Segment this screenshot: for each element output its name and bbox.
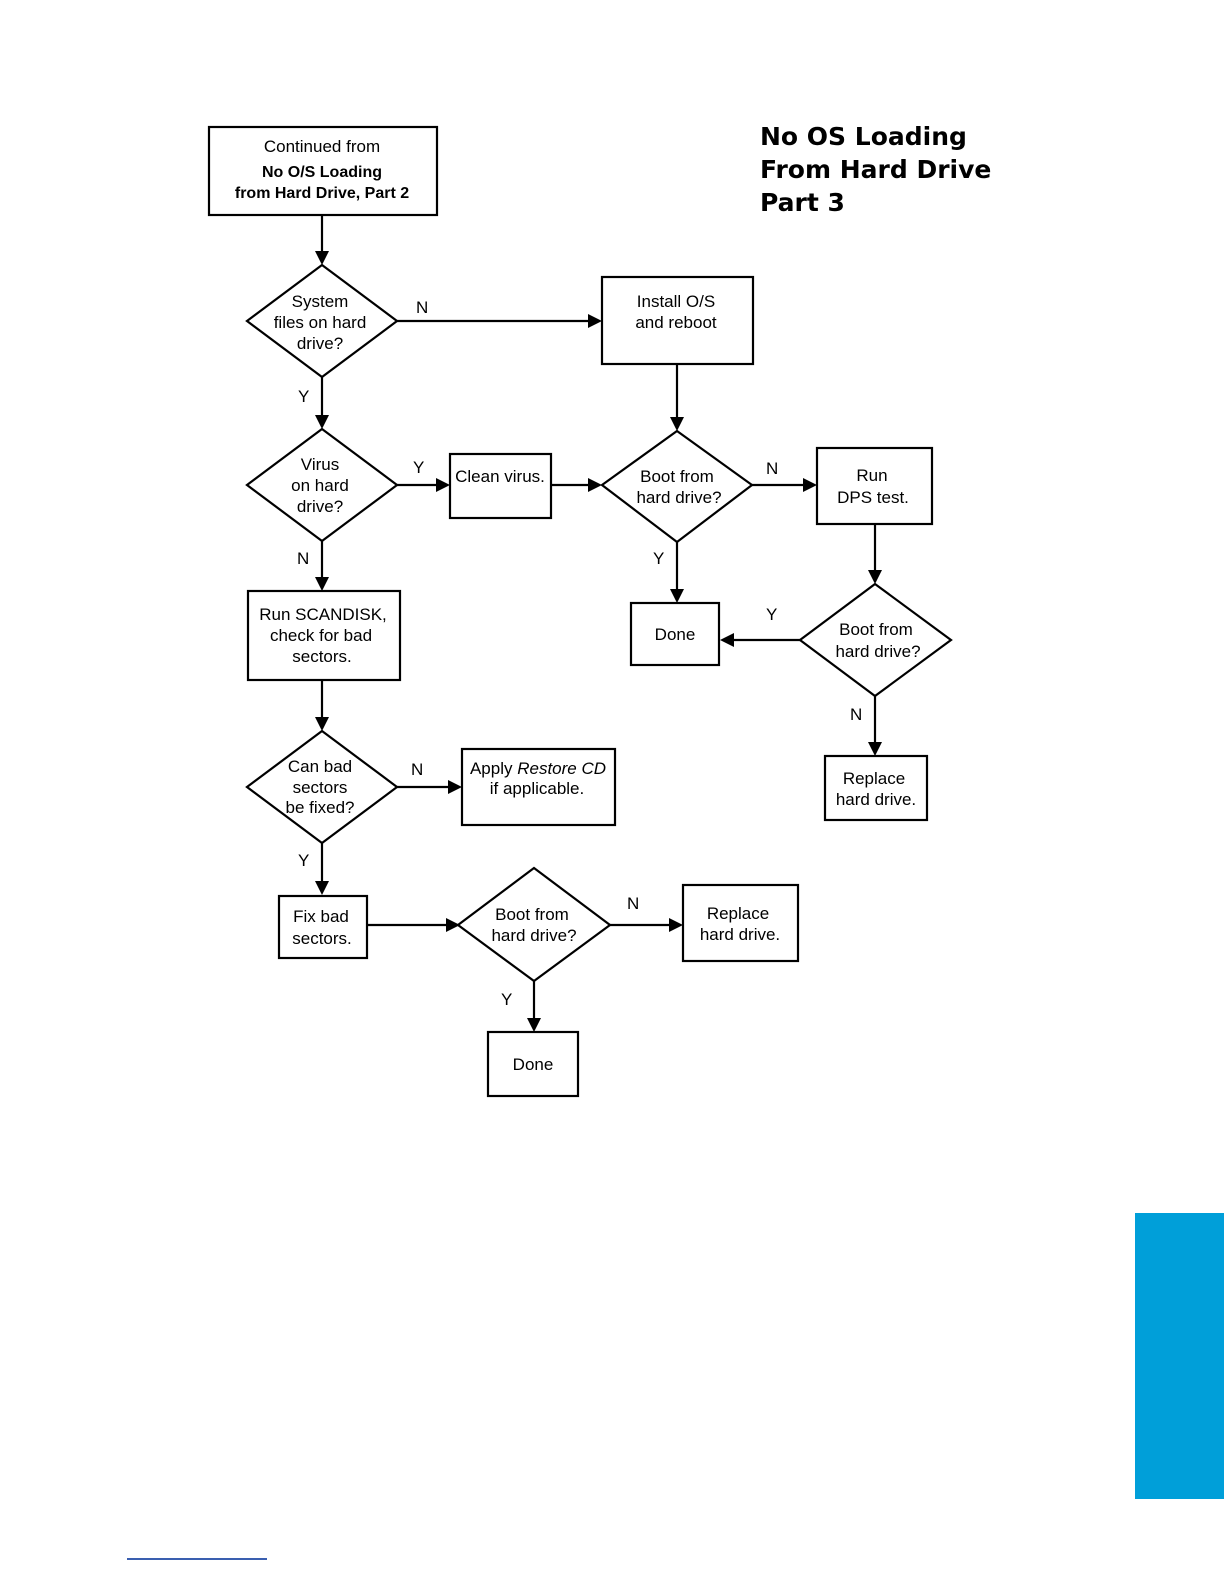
arrowhead	[315, 717, 329, 731]
decision-text: hard drive?	[835, 642, 920, 661]
process-text: Apply Restore CD	[470, 759, 606, 778]
arrowhead	[670, 417, 684, 431]
decision-boot-from-hard-drive-1: Boot from hard drive?	[600, 429, 754, 544]
process-run-dps-test: Run DPS test.	[815, 446, 934, 526]
edge-label: N	[416, 298, 428, 317]
footer-rule	[127, 1558, 267, 1560]
start-box-line: No O/S Loading	[262, 164, 382, 181]
process-text: Replace	[707, 904, 769, 923]
arrowhead	[315, 251, 329, 265]
process-replace-hard-drive-2: Replace hard drive.	[681, 883, 800, 963]
decision-text: System	[292, 292, 349, 311]
arrowhead	[588, 314, 602, 328]
process-text: and reboot	[635, 313, 717, 332]
process-text: Clean virus.	[455, 467, 545, 486]
edge-labels: N Y Y N N Y Y N N Y N Y	[297, 298, 862, 1009]
page-title-line: No OS Loading	[760, 122, 967, 151]
process-text: if applicable.	[490, 779, 585, 798]
decision-text: files on hard	[274, 313, 367, 332]
arrowhead	[446, 918, 460, 932]
arrowhead	[315, 881, 329, 895]
edge-label: N	[766, 459, 778, 478]
decision-text: drive?	[297, 334, 343, 353]
edge-label: N	[850, 705, 862, 724]
process-fix-bad-sectors: Fix bad sectors.	[277, 894, 369, 960]
start-box-line: from Hard Drive, Part 2	[235, 185, 409, 202]
decision-boot-from-hard-drive-3: Boot from hard drive?	[456, 866, 612, 983]
arrowhead	[315, 415, 329, 429]
arrowhead	[720, 633, 734, 647]
flow-connectors	[315, 215, 882, 1032]
process-text: check for bad	[270, 626, 372, 645]
decision-can-bad-sectors-be-fixed: Can bad sectors be fixed?	[245, 729, 399, 845]
terminal-text: Done	[513, 1055, 554, 1074]
process-apply-restore-cd: Apply Restore CD if applicable.	[460, 747, 617, 827]
process-text: Run SCANDISK,	[259, 605, 387, 624]
edge-label: Y	[501, 990, 512, 1009]
process-text: sectors.	[292, 929, 352, 948]
decision-virus: Virus on hard drive?	[245, 427, 399, 543]
decision-text: Virus	[301, 455, 339, 474]
decision-text: Boot from	[640, 467, 714, 486]
arrowhead	[868, 570, 882, 584]
arrowhead	[448, 780, 462, 794]
decision-text: hard drive?	[636, 488, 721, 507]
page-title: No OS Loading From Hard Drive Part 3	[760, 120, 991, 219]
process-replace-hard-drive-1: Replace hard drive.	[823, 754, 929, 822]
decision-text: be fixed?	[286, 798, 355, 817]
decision-text: drive?	[297, 497, 343, 516]
decision-system-files: System files on hard drive?	[245, 263, 399, 379]
edge-label: Y	[298, 851, 309, 870]
arrowhead	[436, 478, 450, 492]
process-text: DPS test.	[837, 488, 909, 507]
terminal-done-1: Done	[629, 601, 721, 667]
decision-text: Boot from	[495, 905, 569, 924]
page-title-line: Part 3	[760, 188, 845, 217]
arrowhead	[868, 742, 882, 756]
process-text: Install O/S	[637, 292, 715, 311]
terminal-text: Done	[655, 625, 696, 644]
edge-label: N	[297, 549, 309, 568]
start-box: Continued from No O/S Loading from Hard …	[207, 125, 439, 217]
decision-text: Can bad	[288, 757, 352, 776]
process-text: hard drive.	[836, 790, 916, 809]
decision-text: hard drive?	[491, 926, 576, 945]
edge-label: Y	[653, 549, 664, 568]
arrowhead	[527, 1018, 541, 1032]
start-box-line: Continued from	[264, 137, 380, 156]
arrowhead	[315, 577, 329, 591]
process-clean-virus: Clean virus.	[448, 452, 553, 520]
process-text: Fix bad	[293, 907, 349, 926]
edge-label: Y	[413, 458, 424, 477]
arrowhead	[670, 589, 684, 603]
process-text: hard drive.	[700, 925, 780, 944]
arrowhead	[588, 478, 602, 492]
page-title-line: From Hard Drive	[760, 155, 992, 184]
terminal-done-2: Done	[486, 1030, 580, 1098]
process-run-scandisk: Run SCANDISK, check for bad sectors.	[246, 589, 402, 682]
edge-label: N	[627, 894, 639, 913]
edge-label: N	[411, 760, 423, 779]
process-text: sectors.	[292, 647, 352, 666]
decision-text: sectors	[293, 778, 348, 797]
decision-text: on hard	[291, 476, 349, 495]
process-text: Replace	[843, 769, 905, 788]
process-text: Run	[856, 466, 887, 485]
edge-label: Y	[766, 605, 777, 624]
edge-label: Y	[298, 387, 309, 406]
section-tab	[1135, 1213, 1224, 1499]
decision-boot-from-hard-drive-2: Boot from hard drive?	[798, 582, 953, 698]
arrowhead	[669, 918, 683, 932]
arrowhead	[803, 478, 817, 492]
process-install-os: Install O/S and reboot	[600, 275, 755, 366]
decision-text: Boot from	[839, 620, 913, 639]
